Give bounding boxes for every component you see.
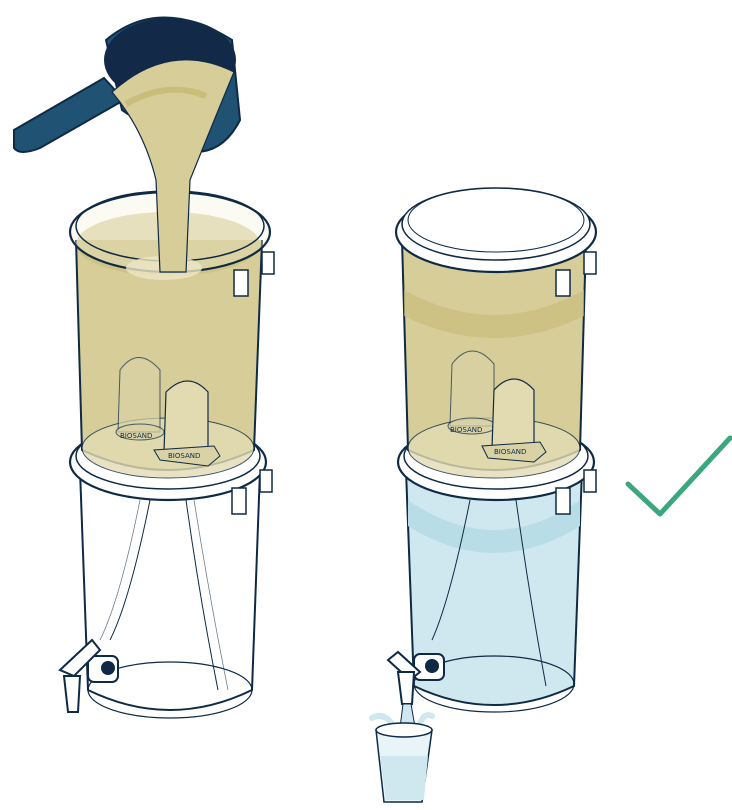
left-filter-label-back: BIOSAND <box>120 432 152 440</box>
glass <box>376 723 432 802</box>
right-tap <box>388 652 444 704</box>
right-filter-label-back: BIOSAND <box>450 426 482 434</box>
left-filter-label-front: BIOSAND <box>168 452 200 460</box>
check-icon <box>628 438 730 514</box>
right-filter-label-front: BIOSAND <box>494 448 526 456</box>
right-filter-unit: BIOSAND BIOSAND <box>372 188 596 802</box>
left-filter-unit: BIOSAND BIOSAND <box>14 18 274 719</box>
